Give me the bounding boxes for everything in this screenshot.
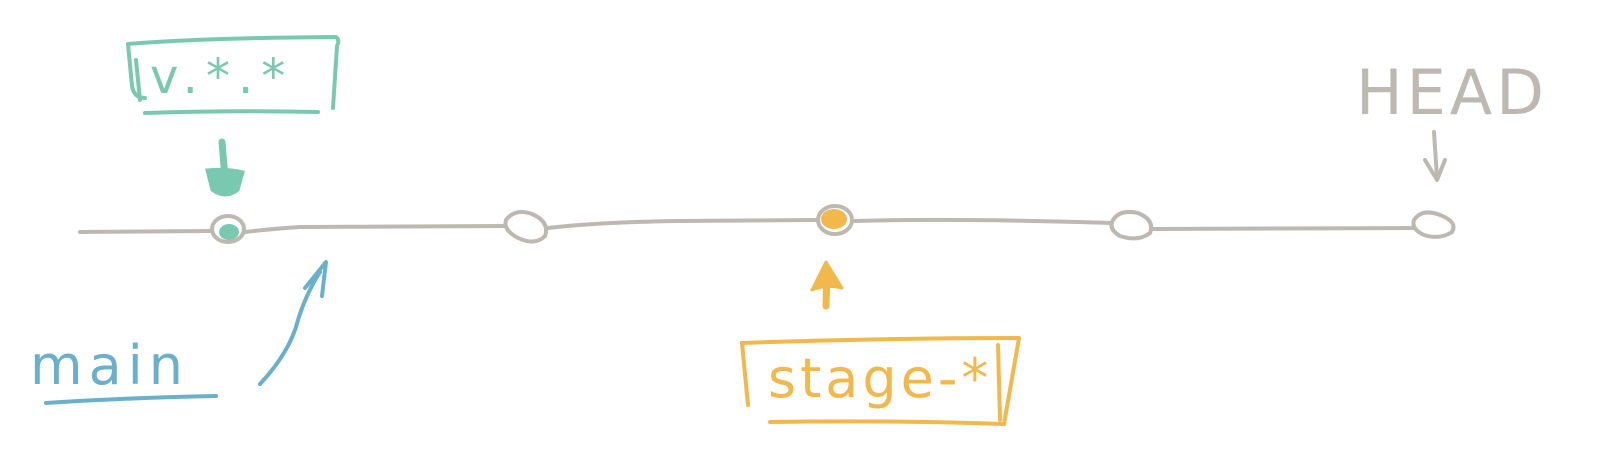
head-arrow [1423,130,1447,182]
commit-nodes [210,204,1456,244]
branch-arrow [258,260,328,386]
tag-label-box [126,35,341,115]
stage-label: stage-* [768,347,992,410]
commit-node-3[interactable] [816,204,854,236]
head-label: HEAD [1356,56,1548,129]
stage-label-box [740,336,1021,426]
commit-node-4[interactable] [1109,209,1154,241]
branch-label-underline [44,394,218,405]
commit-node-5[interactable] [1411,210,1456,239]
commit-node-2[interactable] [503,210,549,244]
branch-label: main [30,334,189,397]
tag-label: v.*.* [150,49,293,105]
tag-arrow [205,138,245,197]
stage-arrow [810,260,844,310]
commit-line [78,217,1417,234]
commit-node-1[interactable] [210,214,246,244]
